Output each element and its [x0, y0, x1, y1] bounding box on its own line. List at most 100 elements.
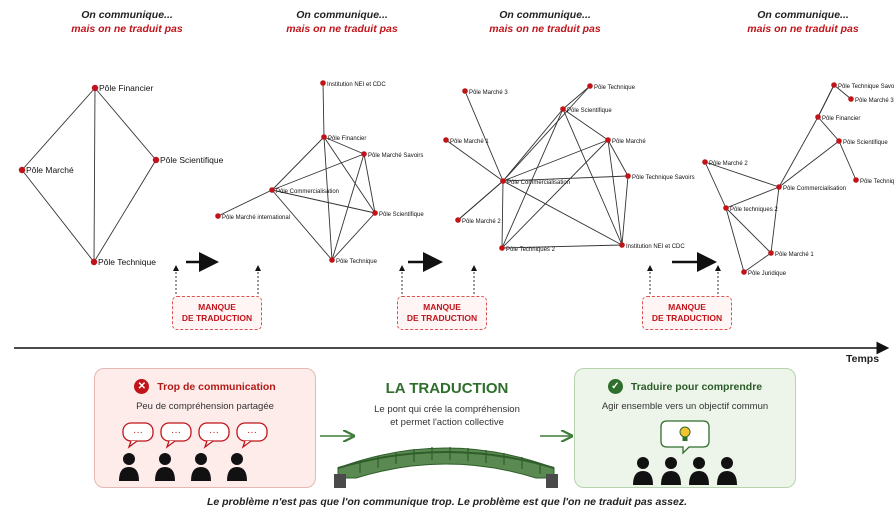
- bubble-dots: ···: [209, 427, 219, 438]
- panel-title: Trop de communication: [157, 380, 276, 393]
- network-2-title: On communique... mais on ne traduit pas: [252, 8, 432, 36]
- gap-label-line1: MANQUE: [423, 302, 461, 312]
- network-node: [500, 178, 506, 184]
- network-node: [723, 205, 729, 211]
- speech-bubble-icon: [122, 422, 154, 449]
- network-edge: [607, 139, 623, 246]
- network-node-label: Pôle Technique: [594, 85, 636, 91]
- people-agreeing-illustration: [633, 420, 737, 485]
- person-icon: [689, 457, 709, 485]
- network-edge: [445, 139, 504, 182]
- network-edge: [562, 108, 623, 246]
- people-talking-illustration: ··· ··· ··· ···: [119, 422, 268, 481]
- network-node: [455, 217, 461, 223]
- network-edge: [778, 140, 840, 188]
- person-icon: [155, 453, 175, 481]
- network-node: [152, 156, 160, 164]
- too-much-communication-panel: ✕ Trop de communication Peu de compréhen…: [94, 368, 316, 488]
- bridge-icon: [334, 447, 558, 488]
- network-node-label: Pôle Marché 2: [462, 219, 501, 225]
- person-icon: [227, 453, 247, 481]
- network-node-label: Pôle Techniques 2: [506, 247, 556, 253]
- network-node: [215, 213, 221, 219]
- network-node: [372, 210, 378, 216]
- network-node-label: Pôle Financier: [99, 83, 154, 93]
- network-node: [768, 250, 774, 256]
- speech-bubble-icon: [236, 422, 268, 449]
- network-edge: [502, 85, 591, 182]
- network-node: [462, 88, 468, 94]
- translation-subtitle: Le pont qui crée la compréhension et per…: [340, 403, 554, 429]
- title-line-2: mais on ne traduit pas: [489, 23, 601, 35]
- network-edge: [21, 169, 95, 263]
- network-node: [702, 159, 708, 165]
- network-node: [587, 83, 593, 89]
- network-edge: [271, 189, 376, 214]
- network-edge: [725, 207, 745, 273]
- network-node-label: Pôle techniques 2: [730, 207, 778, 213]
- network-1-title: On communique... mais on ne traduit pas: [37, 8, 217, 36]
- network-3-title: On communique... mais on ne traduit pas: [455, 8, 635, 36]
- person-icon: [191, 453, 211, 481]
- title-line-2: mais on ne traduit pas: [747, 23, 859, 35]
- network-node-label: Pôle Technique: [98, 257, 156, 267]
- bubble-dots: ···: [171, 427, 181, 438]
- network-edge: [725, 186, 780, 209]
- network-node: [443, 137, 449, 143]
- person-icon: [717, 457, 737, 485]
- title-line-2: mais on ne traduit pas: [71, 23, 183, 35]
- network-node: [361, 151, 367, 157]
- network-node: [741, 269, 747, 275]
- network-edge: [501, 108, 564, 249]
- gap-label-line2: DE TRADUCTION: [406, 313, 478, 323]
- network-node: [815, 114, 821, 120]
- bubble-dots: ···: [247, 427, 257, 438]
- panel-subtitle: Agir ensemble vers un objectif commun: [601, 401, 769, 412]
- network-node-label: Pôle Scientifique: [843, 140, 888, 146]
- network-edge: [562, 85, 591, 110]
- gap-label-line2: DE TRADUCTION: [181, 313, 253, 323]
- network-edge: [502, 139, 609, 182]
- network-edge: [778, 116, 819, 188]
- network-node: [91, 84, 99, 92]
- network-edge: [501, 180, 504, 249]
- network-edge: [502, 108, 564, 182]
- network-node-label: Pôle Marché: [612, 139, 646, 145]
- network-edge: [502, 175, 629, 182]
- network-node: [560, 106, 566, 112]
- network-edge: [331, 153, 365, 261]
- translation-gap-box-2: MANQUE DE TRADUCTION: [397, 296, 487, 330]
- network-edge: [94, 87, 157, 161]
- network-edge: [271, 136, 325, 191]
- title-line-1: On communique...: [499, 9, 591, 21]
- network-node-label: Pôle Financier: [328, 136, 366, 142]
- subtitle-line-2: et permet l'action collective: [390, 417, 504, 428]
- lightbulb-bubble-icon: [660, 420, 710, 455]
- footer-conclusion: Le problème n'est pas que l'on communiqu…: [206, 496, 688, 508]
- network-edge: [621, 175, 629, 246]
- bridge-area: [320, 410, 894, 488]
- network-node-label: Pôle Juridique: [748, 271, 787, 277]
- network-edge: [322, 82, 325, 138]
- network-node: [321, 134, 327, 140]
- network-edge: [93, 159, 157, 263]
- network-edge: [817, 84, 835, 118]
- title-line-1: On communique...: [81, 9, 173, 21]
- network-edge: [323, 136, 365, 155]
- network-4-title: On communique... mais on ne traduit pas: [713, 8, 893, 36]
- network-node: [90, 258, 98, 266]
- network-edge: [457, 180, 504, 221]
- network-edge: [331, 212, 376, 261]
- cross-icon: ✕: [134, 379, 150, 394]
- network-node-label: Pôle Marché 1: [450, 139, 489, 145]
- network-node: [625, 173, 631, 179]
- bubble-dots: ···: [133, 427, 143, 438]
- network-node: [853, 177, 859, 183]
- translation-gap-box-1: MANQUE DE TRADUCTION: [172, 296, 262, 330]
- network-node-label: Pôle Marché 3: [469, 90, 508, 96]
- network-edge: [607, 139, 629, 177]
- network-node-label: Pôle Commercialisation: [276, 189, 339, 195]
- network-edge: [271, 153, 365, 191]
